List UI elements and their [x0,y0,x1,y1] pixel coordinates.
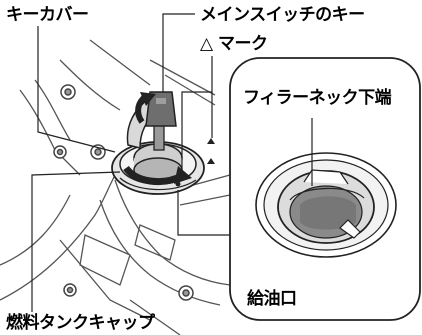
body-screw [178,285,194,301]
label-main-switch-key: メインスイッチのキー [200,5,365,25]
label-triangle-mark: △ マーク [200,34,268,54]
label-fuel-tank-cap: 燃料タンクキャップ [6,313,155,333]
rotation-arrow-turn-icon [123,165,192,185]
body-screw [63,283,77,297]
body-screw [60,84,76,100]
detail-inset [229,57,421,321]
label-oil-inlet: 給油口 [245,289,299,309]
body-linework [0,39,231,335]
label-filler-neck-bottom: フィラーネック下端 [241,88,394,108]
triangle-mark-icon [207,138,215,164]
rotation-arrow-up-icon [135,92,156,124]
label-key-cover: キーカバー [6,5,89,25]
body-screw [53,145,67,159]
main-switch-key [145,91,177,151]
